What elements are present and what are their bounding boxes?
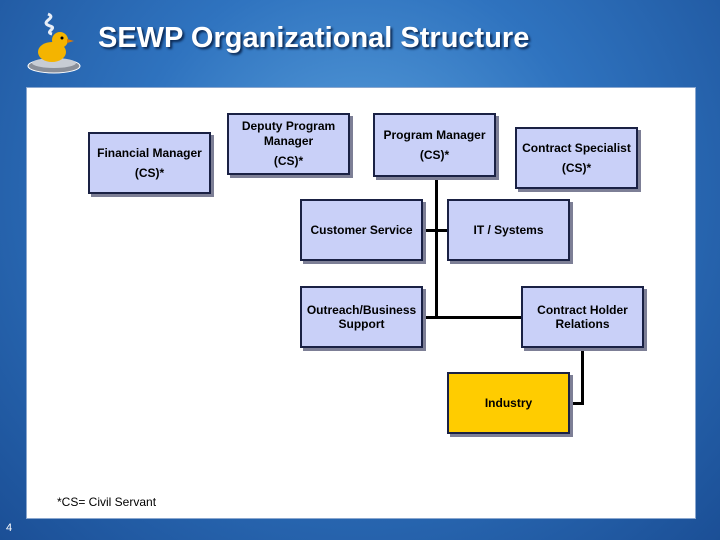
node-title: Industry — [484, 395, 533, 410]
node-title: Outreach/Business Support — [306, 302, 417, 331]
outreach-business-support-box: Outreach/Business Support — [300, 286, 423, 348]
node-subtitle: (CS)* — [561, 161, 592, 175]
node-title: Contract Specialist — [522, 140, 631, 155]
contract-holder-relations-box: Contract Holder Relations — [521, 286, 644, 348]
page-number: 4 — [6, 522, 13, 534]
node-title: Financial Manager — [97, 145, 202, 160]
node-subtitle: (CS)* — [134, 166, 165, 180]
customer-service-box: Customer Service — [300, 199, 423, 261]
financial-manager-box: Financial Manager (CS)* — [88, 132, 211, 194]
sewp-duck-logo-icon — [18, 8, 88, 78]
node-title: Program Manager — [383, 127, 486, 142]
footnote: *CS= Civil Servant — [57, 495, 157, 509]
node-subtitle: (CS)* — [419, 148, 450, 162]
node-title: IT / Systems — [473, 222, 544, 237]
connector-industry — [569, 402, 584, 405]
connector-holder-down — [581, 347, 584, 404]
industry-box: Industry — [447, 372, 570, 434]
node-title: Customer Service — [310, 222, 413, 237]
deputy-program-manager-box: Deputy Program Manager (CS)* — [227, 113, 350, 175]
slide-title: SEWP Organizational Structure — [98, 22, 530, 54]
connector-pm-trunk — [435, 177, 438, 319]
node-title: Deputy Program Manager — [241, 119, 336, 148]
node-title: Contract Holder Relations — [537, 302, 628, 331]
it-systems-box: IT / Systems — [447, 199, 570, 261]
contract-specialist-box: Contract Specialist (CS)* — [515, 127, 638, 189]
node-subtitle: (CS)* — [273, 154, 304, 169]
connector-outreach-holder — [422, 316, 522, 319]
program-manager-box: Program Manager (CS)* — [373, 113, 496, 177]
connector-customer-it — [422, 229, 448, 232]
